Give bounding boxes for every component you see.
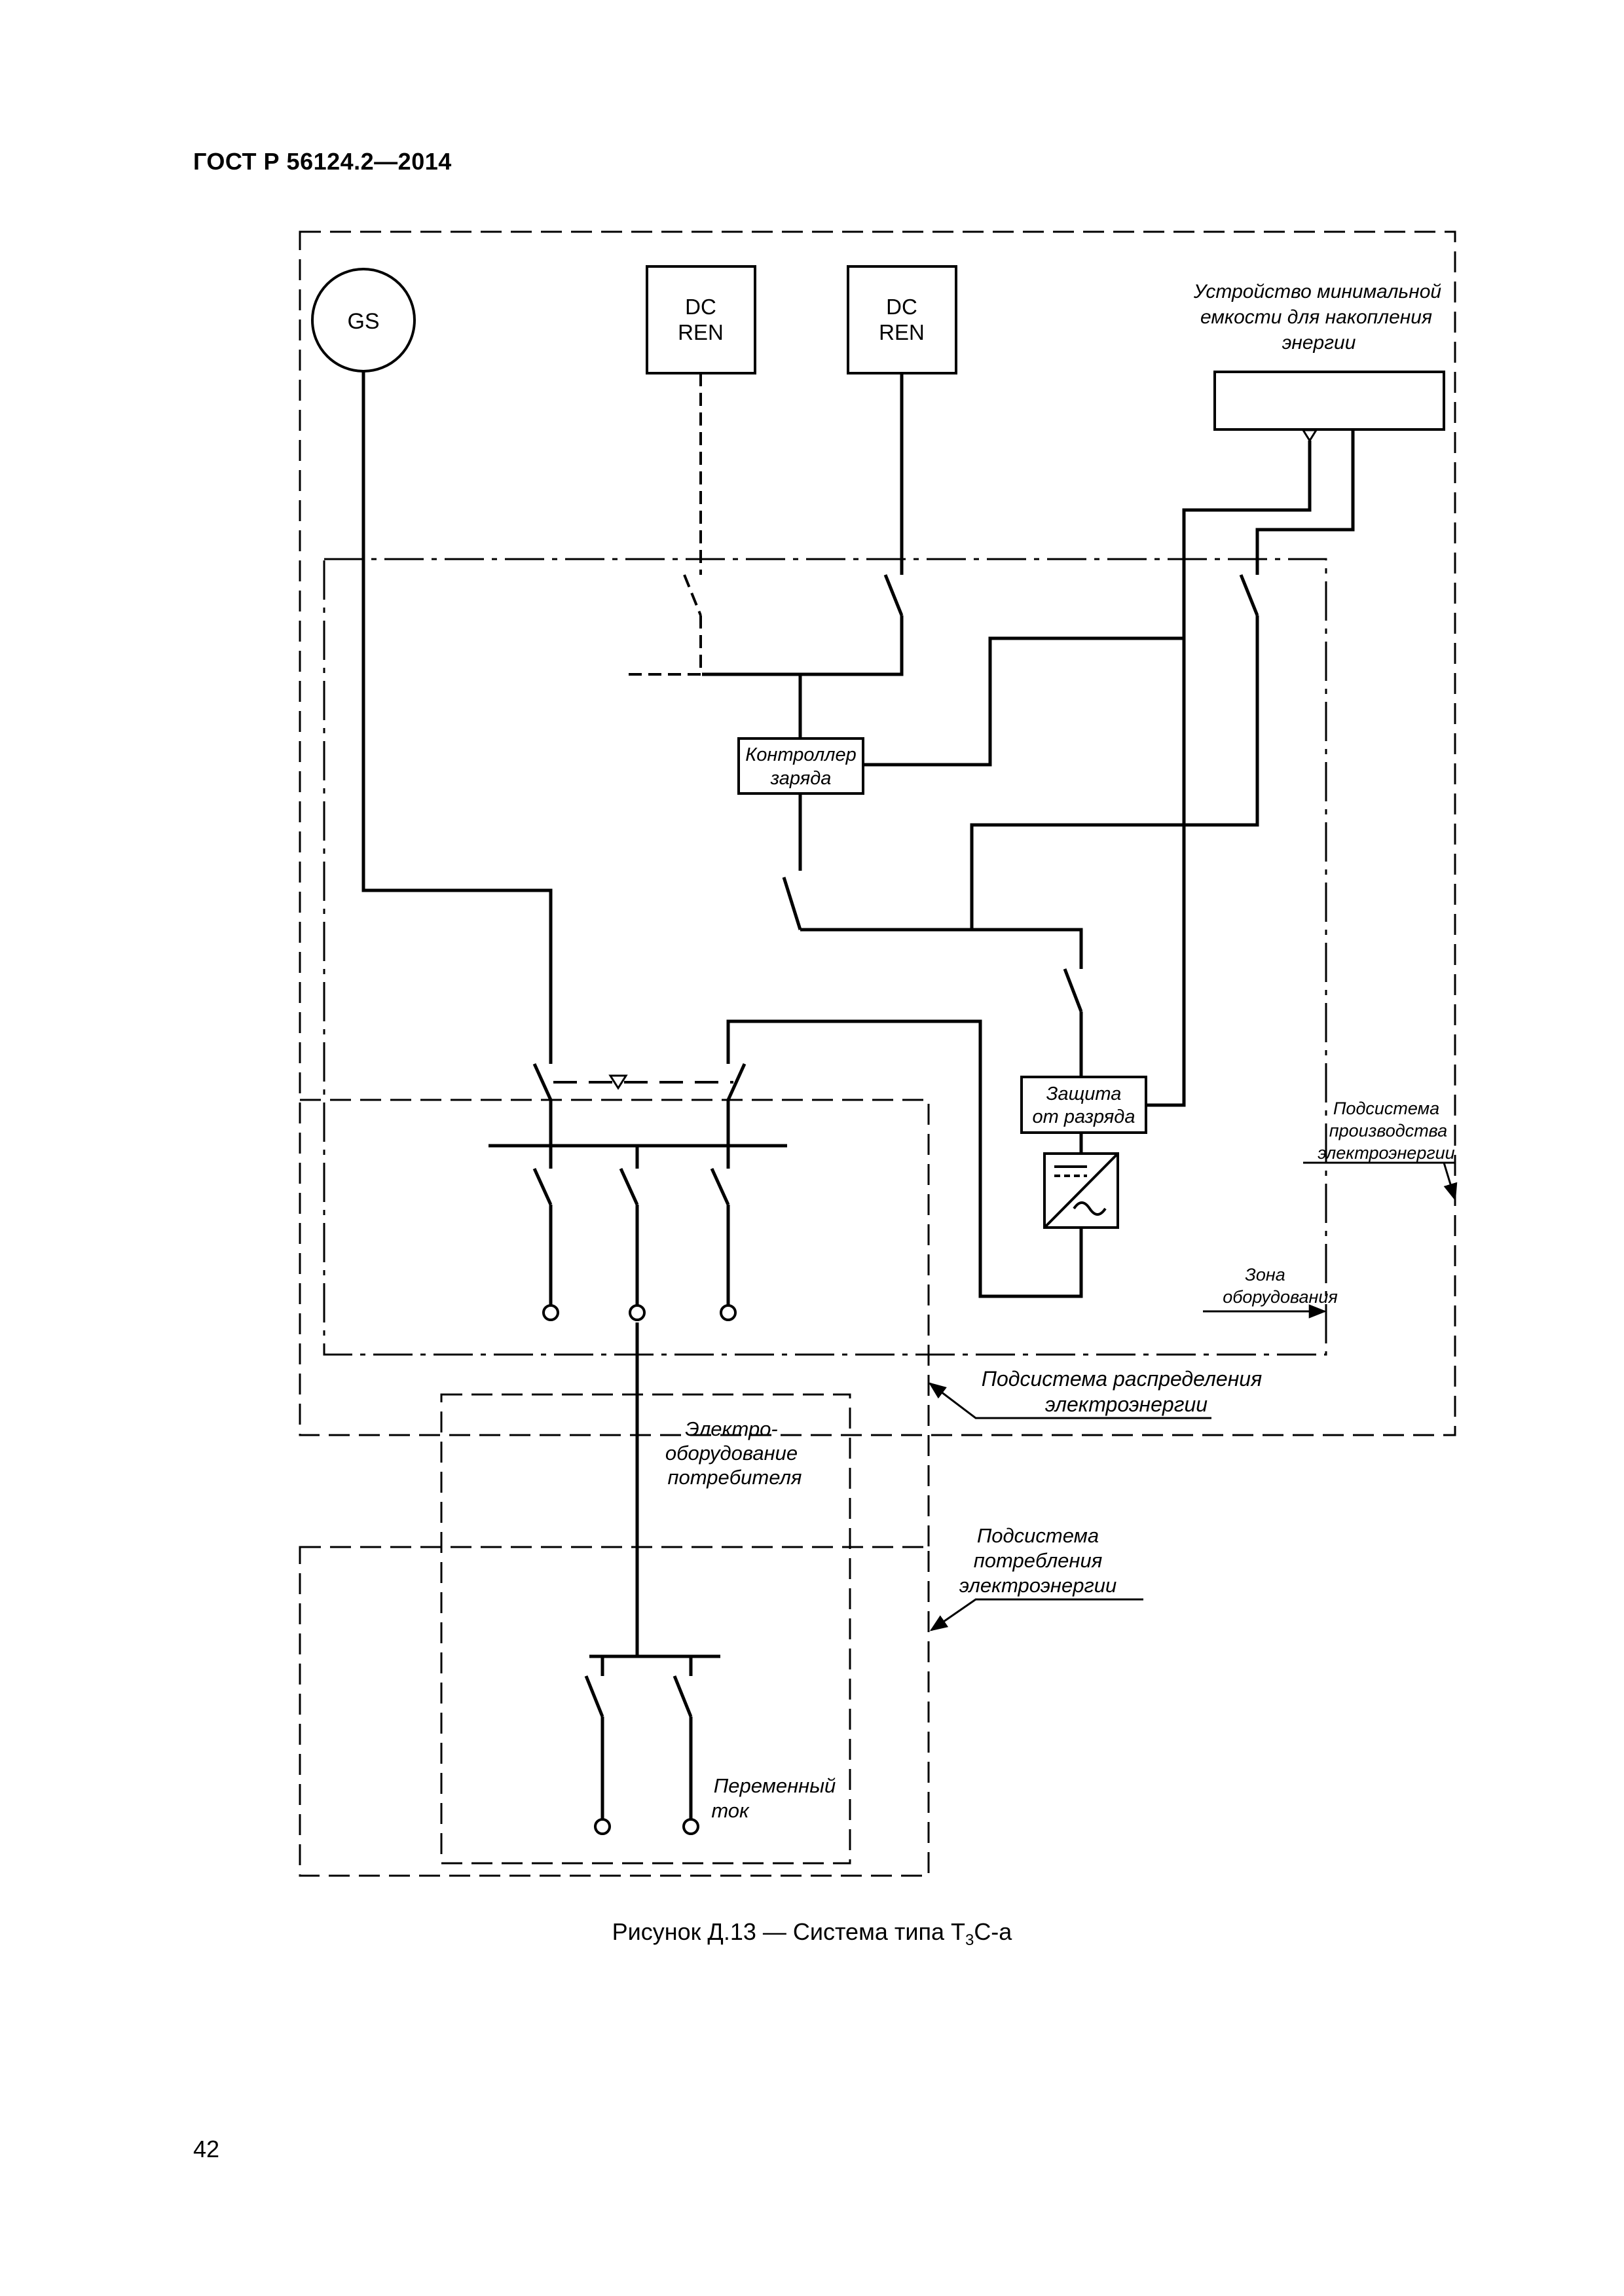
storage-label-line2: емкости для накопления — [1200, 306, 1432, 328]
consumer-equipment-line2: оборудование — [665, 1442, 798, 1465]
storage-switch-icon — [1239, 574, 1259, 616]
equipment-zone-line1: Зона — [1245, 1265, 1285, 1285]
ac-terminal-1-icon — [594, 1818, 611, 1835]
consumption-subsystem-boundary — [299, 1546, 930, 1877]
ac-terminal-2-icon — [682, 1818, 699, 1835]
controller-out-switch-icon — [782, 877, 802, 930]
discharge-protection-box — [1020, 1076, 1147, 1134]
storage-label-line3: энергии — [1282, 332, 1356, 354]
right-breaker-switch-icon — [726, 1063, 747, 1101]
distribution-subsystem-line2: электроэнергии — [1045, 1393, 1208, 1416]
equipment-zone-boundary — [323, 558, 1327, 1356]
dc-ren-2-switch-icon — [883, 574, 904, 616]
consumption-subsystem-line3: электроэнергии — [959, 1574, 1116, 1597]
feeder-1-switch-icon — [532, 1167, 553, 1206]
storage-wire-b — [1255, 430, 1355, 575]
inverter-icon — [1043, 1152, 1119, 1229]
charge-controller-line2: заряда — [770, 768, 832, 789]
ac-label-line1: Переменный — [714, 1774, 836, 1797]
controller-right-line — [863, 636, 1184, 767]
caption-prefix: Рисунок Д.13 — Система типа Т — [612, 1918, 965, 1945]
protection-feed-line — [972, 928, 1083, 969]
distribution-subsystem-boundary — [300, 1099, 930, 1547]
production-subsystem-line3: электроэнергии — [1318, 1143, 1454, 1163]
charge-controller-line1: Контроллер — [745, 744, 857, 765]
production-subsystem-line2: производства — [1329, 1121, 1447, 1140]
interlock-triangle-icon — [608, 1074, 628, 1090]
consumption-subsystem-line2: потребления — [974, 1549, 1103, 1572]
dc-ren-1-line1: DC — [685, 295, 716, 319]
storage-polarity-icon — [1301, 429, 1318, 443]
equipment-zone-line2: оборудования — [1223, 1287, 1338, 1307]
dc-ren-1-switch-lower — [622, 615, 702, 676]
caption-suffix: С-а — [974, 1918, 1012, 1945]
consumer-switch-1-icon — [584, 1675, 604, 1717]
consumption-subsystem-leader — [929, 1598, 1143, 1631]
gs-label: GS — [347, 309, 379, 334]
discharge-protection-line2: от разряда — [1033, 1106, 1135, 1127]
discharge-protection-line1: Защита — [1046, 1084, 1122, 1104]
consumption-subsystem-line1: Подсистема — [977, 1524, 1099, 1547]
dc-ren-1-switch-icon — [683, 574, 702, 616]
distribution-subsystem-leader — [928, 1382, 1211, 1419]
ac-label-line2: ток — [711, 1799, 750, 1822]
dc-ren-2-line2: REN — [879, 320, 925, 344]
consumer-equipment-line3: потребителя — [667, 1466, 802, 1489]
production-subsystem-leader — [1303, 1161, 1455, 1199]
dc-ren-1-line2: REN — [678, 320, 724, 344]
gs-feed-line — [361, 371, 553, 1064]
dc-ren-2-switch-lower — [702, 615, 904, 676]
feeder-3-switch-icon — [710, 1167, 730, 1206]
dc-ren-2-line1: DC — [886, 295, 917, 319]
protection-switch-icon — [1063, 968, 1083, 1012]
terminal-1-icon — [542, 1304, 559, 1321]
consumer-switch-2-icon — [673, 1675, 693, 1717]
consumer-equipment-line1: Электро- — [685, 1417, 778, 1440]
gs-breaker-switch-icon — [532, 1063, 553, 1101]
storage-label-line1: Устройство минимальной — [1193, 281, 1441, 302]
charge-controller-box — [737, 737, 864, 795]
terminal-2-icon — [629, 1304, 646, 1321]
figure-caption: Рисунок Д.13 — Система типа Т3С-а — [0, 1918, 1624, 1950]
production-subsystem-boundary — [299, 230, 1456, 1436]
distribution-subsystem-line1: Подсистема распределения — [982, 1367, 1262, 1391]
storage-wire-a — [1146, 441, 1312, 1107]
storage-device-box — [1213, 371, 1445, 431]
storage-switch-lower — [800, 615, 1259, 932]
caption-subscript: 3 — [965, 1931, 974, 1950]
feeder-2-switch-icon — [619, 1167, 639, 1206]
consumer-equipment-boundary — [440, 1393, 851, 1865]
document-header: ГОСТ Р 56124.2—2014 — [193, 148, 452, 175]
terminal-3-icon — [720, 1304, 737, 1321]
inverter-output-line — [726, 1019, 1083, 1298]
page-number: 42 — [193, 2136, 220, 2162]
production-subsystem-line1: Подсистема — [1333, 1099, 1439, 1118]
